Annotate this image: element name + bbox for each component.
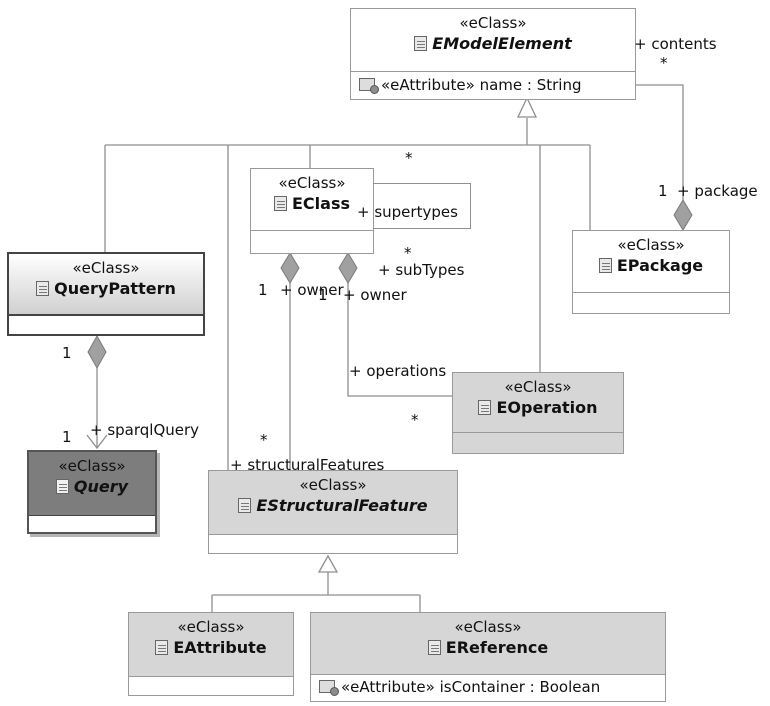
eclass-icon xyxy=(427,640,441,655)
stereotype: «eClass» xyxy=(459,14,527,32)
class-name: EAttribute xyxy=(129,637,293,659)
class-eattribute[interactable]: «eClass» EAttribute xyxy=(128,612,294,696)
role-label-structuralfeatures: + structuralFeatures xyxy=(230,456,385,474)
eclass-icon xyxy=(155,640,169,655)
class-name-text: Query xyxy=(73,477,129,496)
class-ereference[interactable]: «eClass» EReference «eAttribute» isConta… xyxy=(310,612,666,702)
eclass-icon xyxy=(598,258,612,273)
generalization-arrowhead xyxy=(317,554,339,573)
stereotype: «eClass» xyxy=(617,236,685,254)
class-body xyxy=(29,516,155,532)
multiplicity-label: 1 xyxy=(258,281,268,299)
role-label-package: + package xyxy=(677,182,758,200)
stereotype: «eClass» xyxy=(299,476,367,494)
role-label-owner: + owner xyxy=(280,281,344,299)
class-name: QueryPattern xyxy=(9,278,203,300)
class-name: EStructuralFeature xyxy=(209,495,457,517)
role-label-subtypes: + subTypes xyxy=(378,261,465,279)
composition-diamond xyxy=(280,252,300,284)
multiplicity-label: * xyxy=(260,431,268,449)
class-name-text: EStructuralFeature xyxy=(256,496,428,515)
class-name-text: EModelElement xyxy=(432,34,572,53)
class-name-text: EOperation xyxy=(496,398,598,417)
stereotype: «eClass» xyxy=(278,174,346,192)
operations-association xyxy=(347,283,452,397)
class-body xyxy=(209,535,457,553)
eclass-icon xyxy=(478,400,492,415)
role-label-owner: + owner xyxy=(343,286,407,304)
class-name: EPackage xyxy=(573,255,729,277)
class-name: Query xyxy=(29,476,155,498)
class-body xyxy=(129,677,293,695)
multiplicity-label: * xyxy=(411,411,419,429)
class-epackage[interactable]: «eClass» EPackage xyxy=(572,230,730,314)
class-name: EClass xyxy=(251,193,373,215)
class-estructuralfeature[interactable]: «eClass» EStructuralFeature xyxy=(208,470,458,554)
role-label-operations: + operations xyxy=(349,362,447,380)
multiplicity-label: * xyxy=(660,54,668,72)
class-querypattern[interactable]: «eClass» QueryPattern xyxy=(7,252,205,336)
class-eclass[interactable]: «eClass» EClass xyxy=(250,168,374,254)
eclass-icon xyxy=(55,479,69,494)
stereotype: «eClass» xyxy=(58,457,126,475)
class-name: EOperation xyxy=(453,397,623,419)
class-name: EModelElement xyxy=(351,33,635,55)
attribute-row: «eAttribute» isContainer : Boolean xyxy=(311,675,665,701)
class-eoperation[interactable]: «eClass» EOperation xyxy=(452,372,624,454)
class-name-text: EClass xyxy=(292,194,350,213)
class-name: EReference xyxy=(311,637,665,659)
role-label-contents: + contents xyxy=(634,35,717,53)
navigability-arrow xyxy=(86,434,108,450)
class-emodelelement[interactable]: «eClass» EModelElement «eAttribute» name… xyxy=(350,8,636,100)
attribute-row: «eAttribute» name : String xyxy=(351,72,635,95)
multiplicity-label: * xyxy=(405,149,413,167)
class-name-text: EReference xyxy=(445,638,549,657)
stereotype: «eClass» xyxy=(72,259,140,277)
contents-association xyxy=(622,84,684,200)
multiplicity-label: 1 xyxy=(658,182,668,200)
eclass-icon xyxy=(274,196,287,211)
eattribute-icon xyxy=(319,680,339,696)
composition-diamond xyxy=(673,199,693,231)
class-query[interactable]: «eClass» Query xyxy=(27,450,157,534)
class-name-text: QueryPattern xyxy=(54,279,176,298)
eclass-icon xyxy=(414,36,428,51)
generalization-arrowhead xyxy=(516,96,538,118)
eclass-icon xyxy=(238,498,252,513)
attribute-text: «eAttribute» isContainer : Boolean xyxy=(341,678,601,696)
multiplicity-label: 1 xyxy=(62,344,72,362)
attribute-text: «eAttribute» name : String xyxy=(381,76,582,94)
composition-diamond xyxy=(87,334,107,370)
stereotype: «eClass» xyxy=(454,618,522,636)
multiplicity-label: * xyxy=(404,244,412,262)
stereotype: «eClass» xyxy=(504,378,572,396)
multiplicity-label: 1 xyxy=(318,286,328,304)
stereotype: «eClass» xyxy=(177,618,245,636)
composition-diamond xyxy=(338,252,358,284)
class-name-text: EAttribute xyxy=(173,638,267,657)
role-label-supertypes: + supertypes xyxy=(357,203,458,221)
multiplicity-label: 1 xyxy=(62,428,72,446)
role-label-sparqlquery: + sparqlQuery xyxy=(90,421,200,439)
supertypes-loop xyxy=(373,183,471,229)
class-name-text: EPackage xyxy=(616,256,704,275)
eclass-icon xyxy=(36,281,50,296)
eattribute-icon xyxy=(359,78,379,94)
